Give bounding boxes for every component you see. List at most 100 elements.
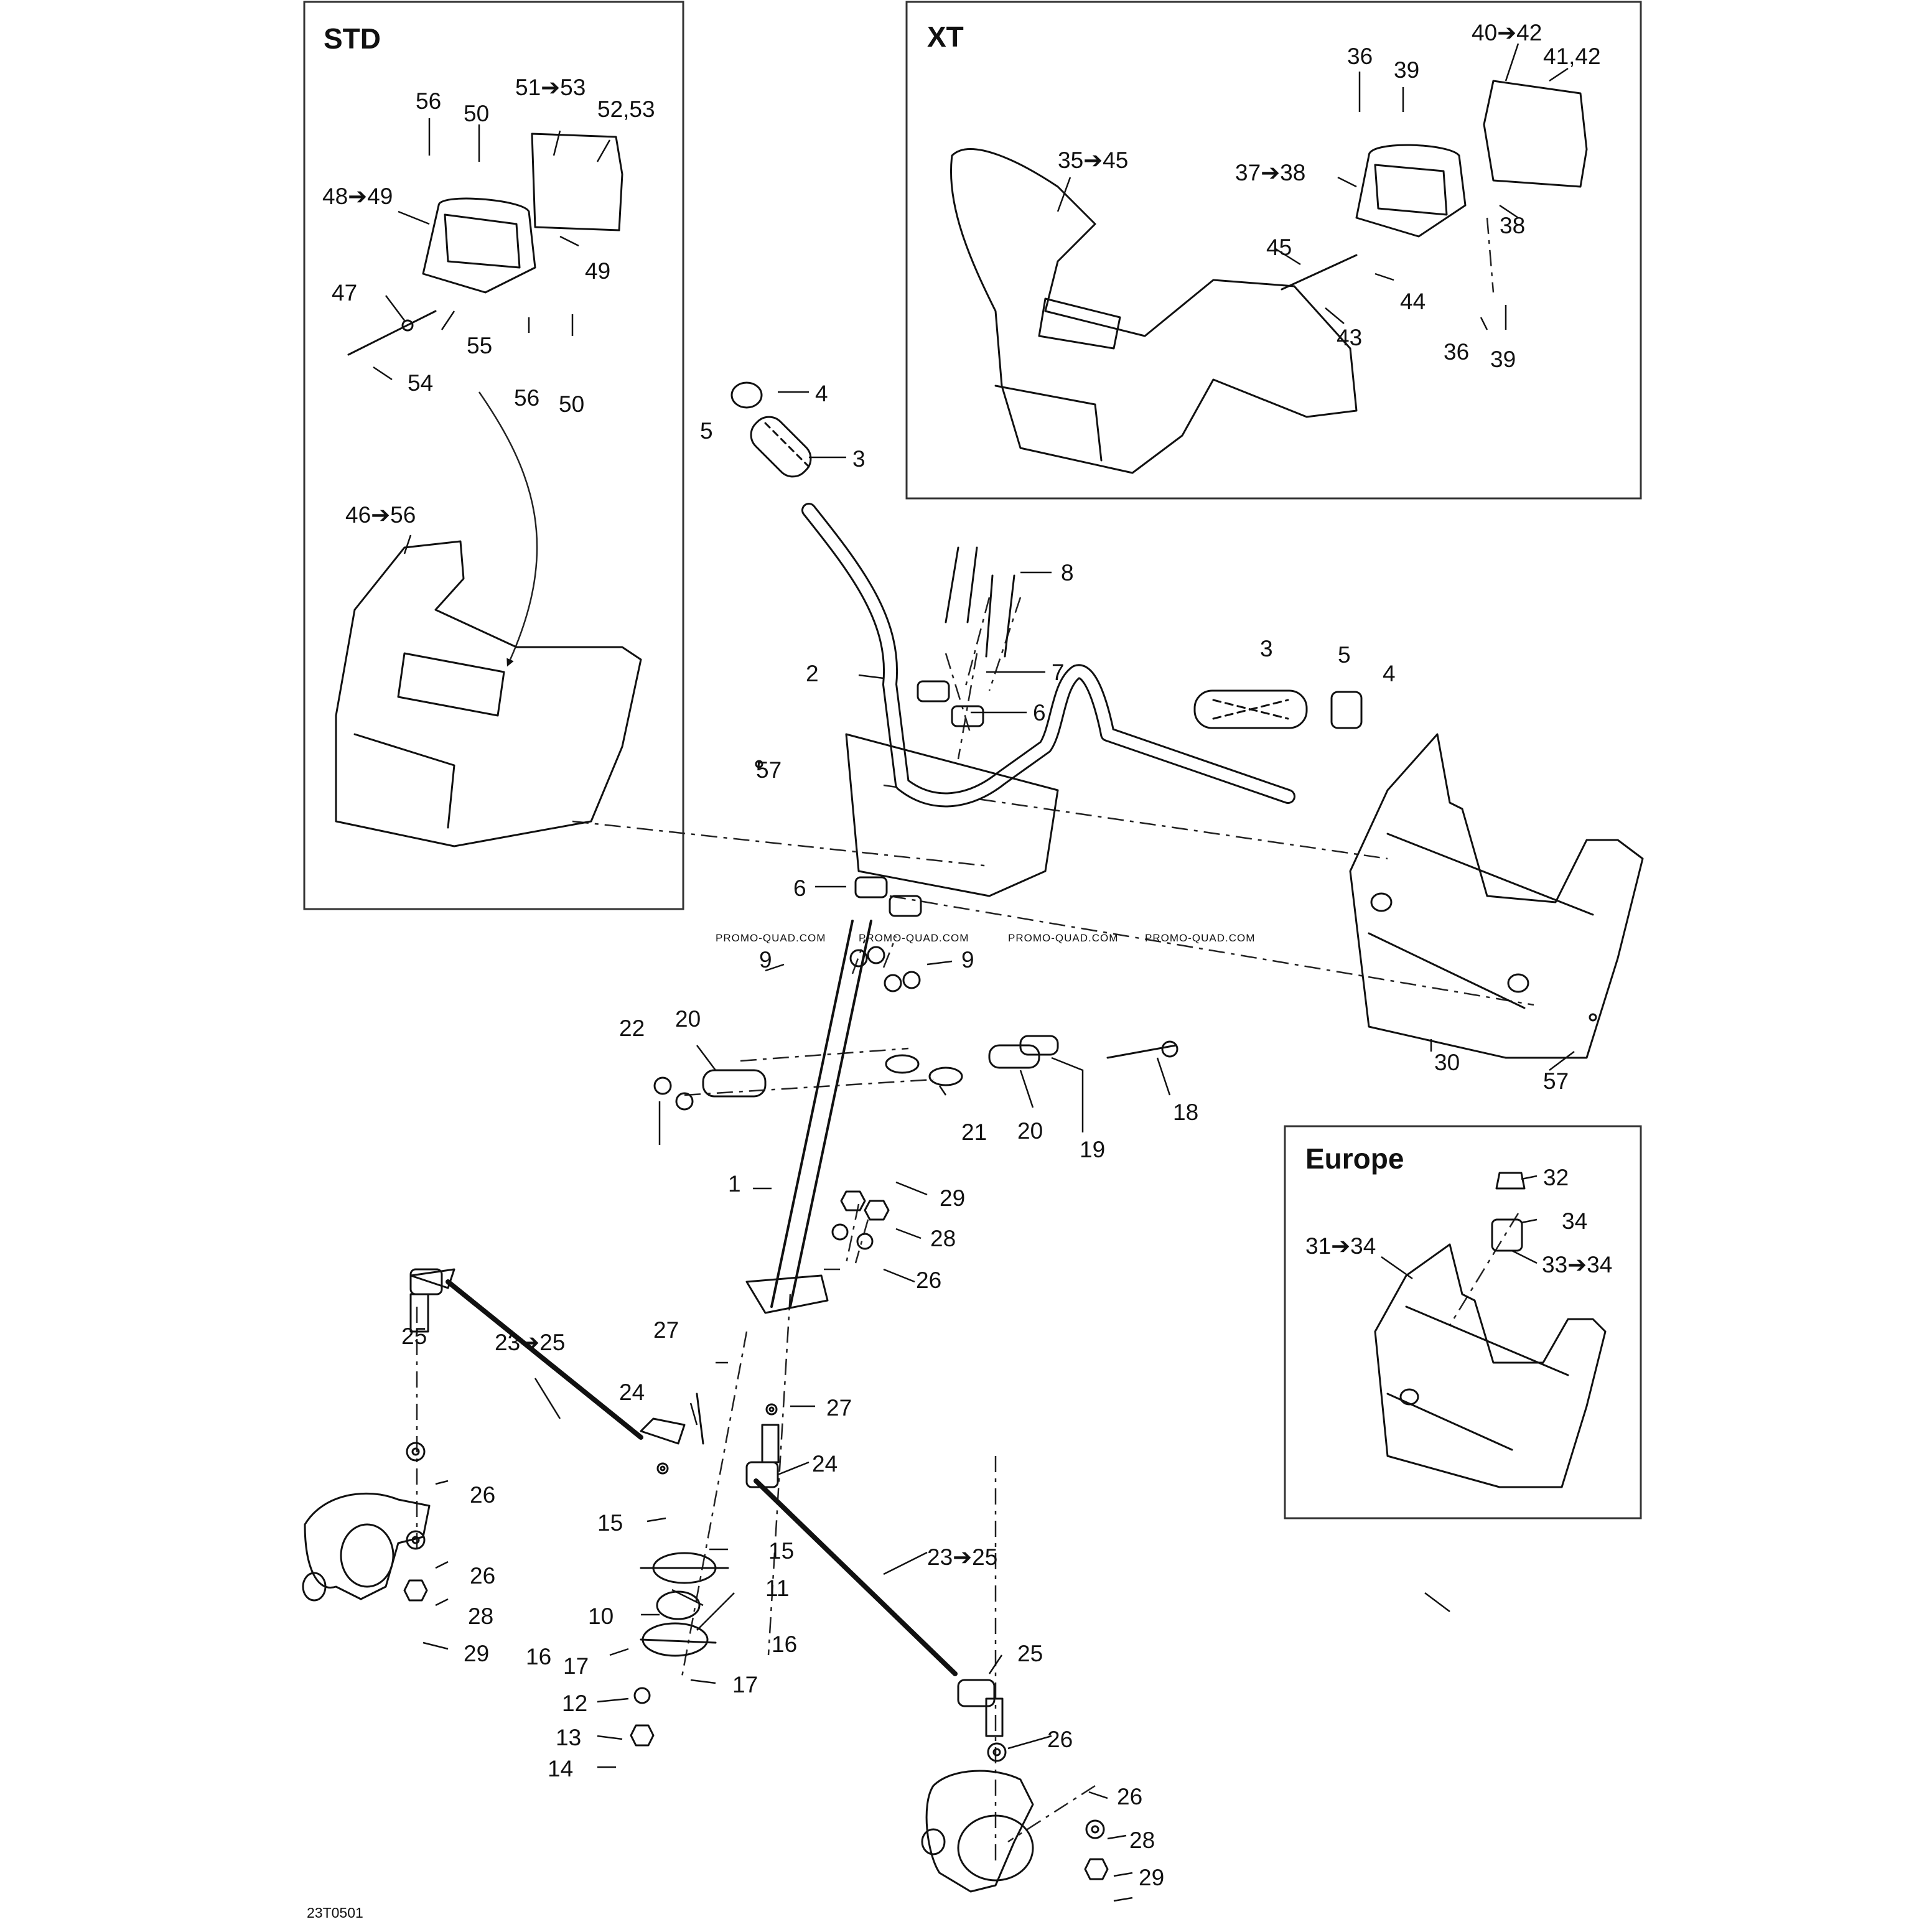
steering-arm	[702, 1035, 1178, 1098]
europe-fascia	[1374, 1172, 1607, 1488]
callout-19: 19	[1080, 1137, 1105, 1162]
callout-9: 9	[759, 947, 772, 973]
xt-panel	[905, 1, 1642, 500]
right-grip	[1193, 689, 1363, 729]
hardware	[403, 760, 1597, 1880]
callout-9: 9	[961, 947, 974, 973]
callout-32: 32	[1543, 1165, 1569, 1190]
callout-10: 10	[588, 1603, 614, 1629]
callout-24: 24	[619, 1379, 645, 1405]
callout-39: 39	[1394, 57, 1419, 83]
callout-26: 26	[1117, 1784, 1142, 1809]
callout-44: 44	[1400, 289, 1426, 314]
callout-23: 23➔25	[495, 1330, 565, 1355]
callout-29: 29	[464, 1641, 489, 1666]
xt-headlight	[1281, 80, 1588, 291]
callout-28: 28	[930, 1226, 956, 1251]
callout-49: 49	[585, 258, 610, 284]
callout-52: 52,53	[597, 96, 655, 122]
callout-28: 28	[1129, 1827, 1155, 1853]
callout-57: 57	[756, 757, 782, 783]
clamp-caps	[854, 680, 984, 917]
callout-50: 50	[464, 101, 489, 126]
callout-3: 3	[852, 446, 866, 472]
right-steering-knuckle	[921, 1770, 1034, 1893]
std-panel	[303, 1, 684, 910]
svg-text:PROMO-QUAD.COM: PROMO-QUAD.COM	[859, 932, 969, 944]
callout-17: 17	[563, 1653, 589, 1679]
callout-56: 56	[514, 385, 539, 411]
leader-lines	[373, 43, 1575, 1902]
callout-43: 43	[1337, 325, 1362, 350]
callout-21: 21	[961, 1119, 987, 1145]
callout-27: 27	[826, 1395, 852, 1421]
callout-54: 54	[408, 370, 433, 396]
callout-51: 51➔53	[515, 75, 586, 100]
callout-36: 36	[1444, 339, 1469, 365]
callout-26: 26	[470, 1563, 495, 1589]
callout-57: 57	[1543, 1068, 1569, 1094]
left-tie-rod	[409, 1268, 704, 1445]
callout-7: 7	[1052, 660, 1065, 685]
assembly-lines	[416, 217, 1534, 1867]
callout-38: 38	[1500, 213, 1525, 238]
callout-8: 8	[1061, 560, 1074, 586]
left-steering-knuckle	[302, 1492, 431, 1602]
callout-18: 18	[1173, 1099, 1198, 1125]
callout-2: 2	[806, 661, 819, 686]
callout-34: 34	[1562, 1208, 1587, 1234]
callout-17: 17	[732, 1672, 758, 1697]
callout-33: 33➔34	[1542, 1252, 1612, 1277]
callout-27: 27	[653, 1317, 679, 1343]
callout-50: 50	[559, 391, 584, 417]
callout-3: 3	[1260, 636, 1273, 661]
callout-26: 26	[1047, 1727, 1073, 1752]
callout-40: 40➔42	[1472, 20, 1542, 45]
callout-5: 5	[1338, 642, 1351, 668]
callout-29: 29	[1139, 1865, 1164, 1890]
figure-id: 23T0501	[307, 1905, 363, 1921]
steering-column	[770, 920, 872, 1308]
callout-12: 12	[562, 1691, 587, 1716]
callout-31: 31➔34	[1305, 1233, 1376, 1259]
callout-47: 47	[332, 280, 357, 306]
callout-16: 16	[772, 1631, 797, 1657]
callout-6: 6	[793, 875, 806, 901]
callout-16: 16	[526, 1644, 551, 1669]
callout-15: 15	[768, 1538, 794, 1564]
callout-25: 25	[401, 1323, 427, 1349]
right-tie-rod	[745, 1424, 1004, 1737]
svg-text:PROMO-QUAD.COM: PROMO-QUAD.COM	[1145, 932, 1255, 944]
callouts: 4 5 3 8 2 7 6 3 5 4 57 6 9 9 30 57 22 20…	[322, 20, 1612, 1890]
left-grip	[730, 381, 812, 478]
callout-23: 23➔25	[927, 1544, 997, 1570]
clamp-bolts	[945, 546, 1015, 658]
callout-11: 11	[765, 1575, 789, 1601]
callout-28: 28	[468, 1603, 493, 1629]
std-headlight	[347, 133, 623, 356]
callout-15: 15	[597, 1510, 623, 1536]
callout-26: 26	[916, 1267, 941, 1293]
callout-30: 30	[1434, 1050, 1460, 1075]
europe-panel	[1284, 1125, 1642, 1519]
parts	[302, 80, 1644, 1893]
handlebar-plate	[845, 733, 1059, 897]
std-fairing	[335, 540, 642, 847]
std-panel-title: STD	[324, 22, 381, 55]
callout-35: 35➔45	[1058, 147, 1128, 173]
callout-24: 24	[812, 1451, 838, 1477]
callout-45: 45	[1266, 235, 1292, 260]
bearing-housing	[640, 1552, 729, 1657]
callout-37: 37➔38	[1235, 160, 1305, 185]
svg-text:PROMO-QUAD.COM: PROMO-QUAD.COM	[1008, 932, 1118, 944]
callout-14: 14	[548, 1756, 573, 1781]
callout-29: 29	[940, 1185, 965, 1211]
callout-55: 55	[467, 333, 492, 358]
callout-36: 36	[1347, 44, 1373, 69]
xt-fairing	[950, 148, 1358, 474]
callout-41: 41,42	[1543, 44, 1601, 69]
callout-26: 26	[470, 1482, 495, 1508]
callout-5: 5	[700, 418, 713, 444]
callout-20: 20	[675, 1006, 701, 1032]
handlebar	[801, 503, 1295, 808]
